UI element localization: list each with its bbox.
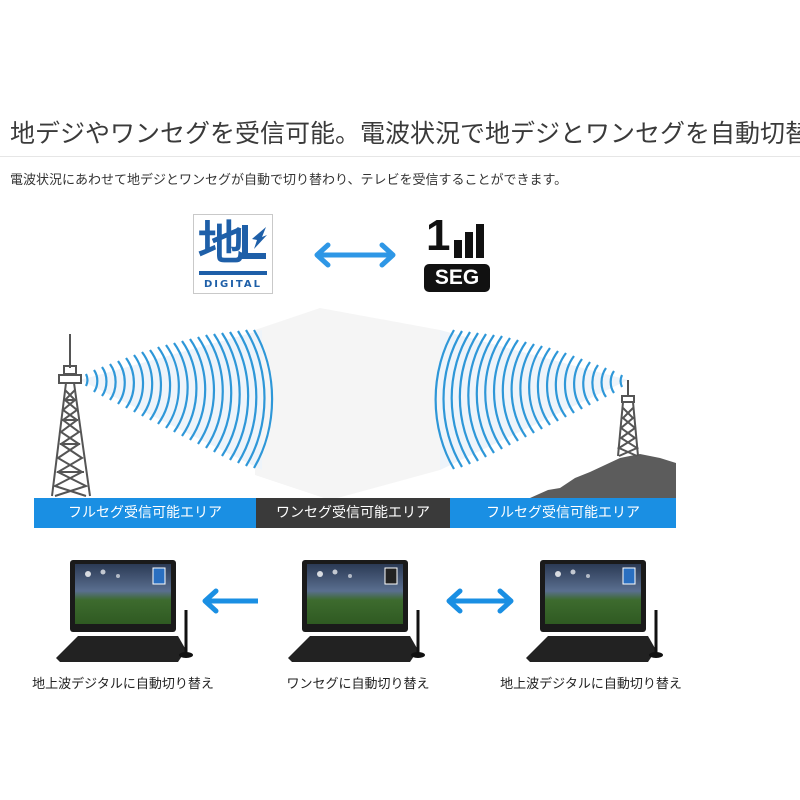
title-divider xyxy=(0,156,800,157)
page-subtitle: 電波状況にあわせて地デジとワンセグが自動で切り替わり、テレビを受信することができ… xyxy=(10,173,568,188)
page-title: 地デジやワンセグを受信可能。電波状況で地デジとワンセグを自動切替 xyxy=(10,119,800,148)
coverage-diagram xyxy=(51,308,676,500)
right-signal-waves xyxy=(434,329,624,470)
oneseg-zone-shade xyxy=(255,308,440,500)
oneseg-number: 1 xyxy=(426,211,451,260)
oneseg-badge-icon xyxy=(384,567,398,585)
left-arrow-icon xyxy=(202,588,258,614)
fullseg-area-left: フルセグ受信可能エリア xyxy=(34,498,256,528)
signal-bar xyxy=(454,240,462,258)
coverage-area-bar: フルセグ受信可能エリア ワンセグ受信可能エリア フルセグ受信可能エリア xyxy=(34,498,676,528)
portable-tv-device xyxy=(288,560,425,662)
device-caption: 地上波デジタルに自動切り替え xyxy=(500,677,682,692)
chideji-kanji: 地 xyxy=(198,216,244,270)
oneseg-logo: 1 SEG xyxy=(420,214,496,294)
right-broadcast-tower xyxy=(616,380,640,457)
signal-bar xyxy=(476,224,484,258)
chideji-badge-icon xyxy=(152,567,166,585)
chideji-label: DIGITAL xyxy=(203,279,263,290)
fullseg-area-right: フルセグ受信可能エリア xyxy=(450,498,676,528)
oneseg-area: ワンセグ受信可能エリア xyxy=(256,498,450,528)
hill xyxy=(530,454,676,498)
logo-underline xyxy=(199,271,267,275)
portable-tv-device xyxy=(56,560,193,662)
chideji-badge-icon xyxy=(622,567,636,585)
device-caption: 地上波デジタルに自動切り替え xyxy=(32,677,214,692)
bidirectional-arrow-icon xyxy=(446,588,514,614)
portable-tv-device xyxy=(526,560,663,662)
lightning-icon xyxy=(242,225,267,259)
right-beam xyxy=(440,330,628,470)
bidirectional-arrow-icon xyxy=(314,242,396,268)
left-broadcast-tower xyxy=(51,334,91,497)
chideji-digital-logo: 地 DIGITAL xyxy=(193,214,273,294)
signal-bar xyxy=(465,232,473,258)
device-caption: ワンセグに自動切り替え xyxy=(286,677,430,692)
oneseg-label: SEG xyxy=(424,264,490,292)
left-beam xyxy=(80,330,262,470)
